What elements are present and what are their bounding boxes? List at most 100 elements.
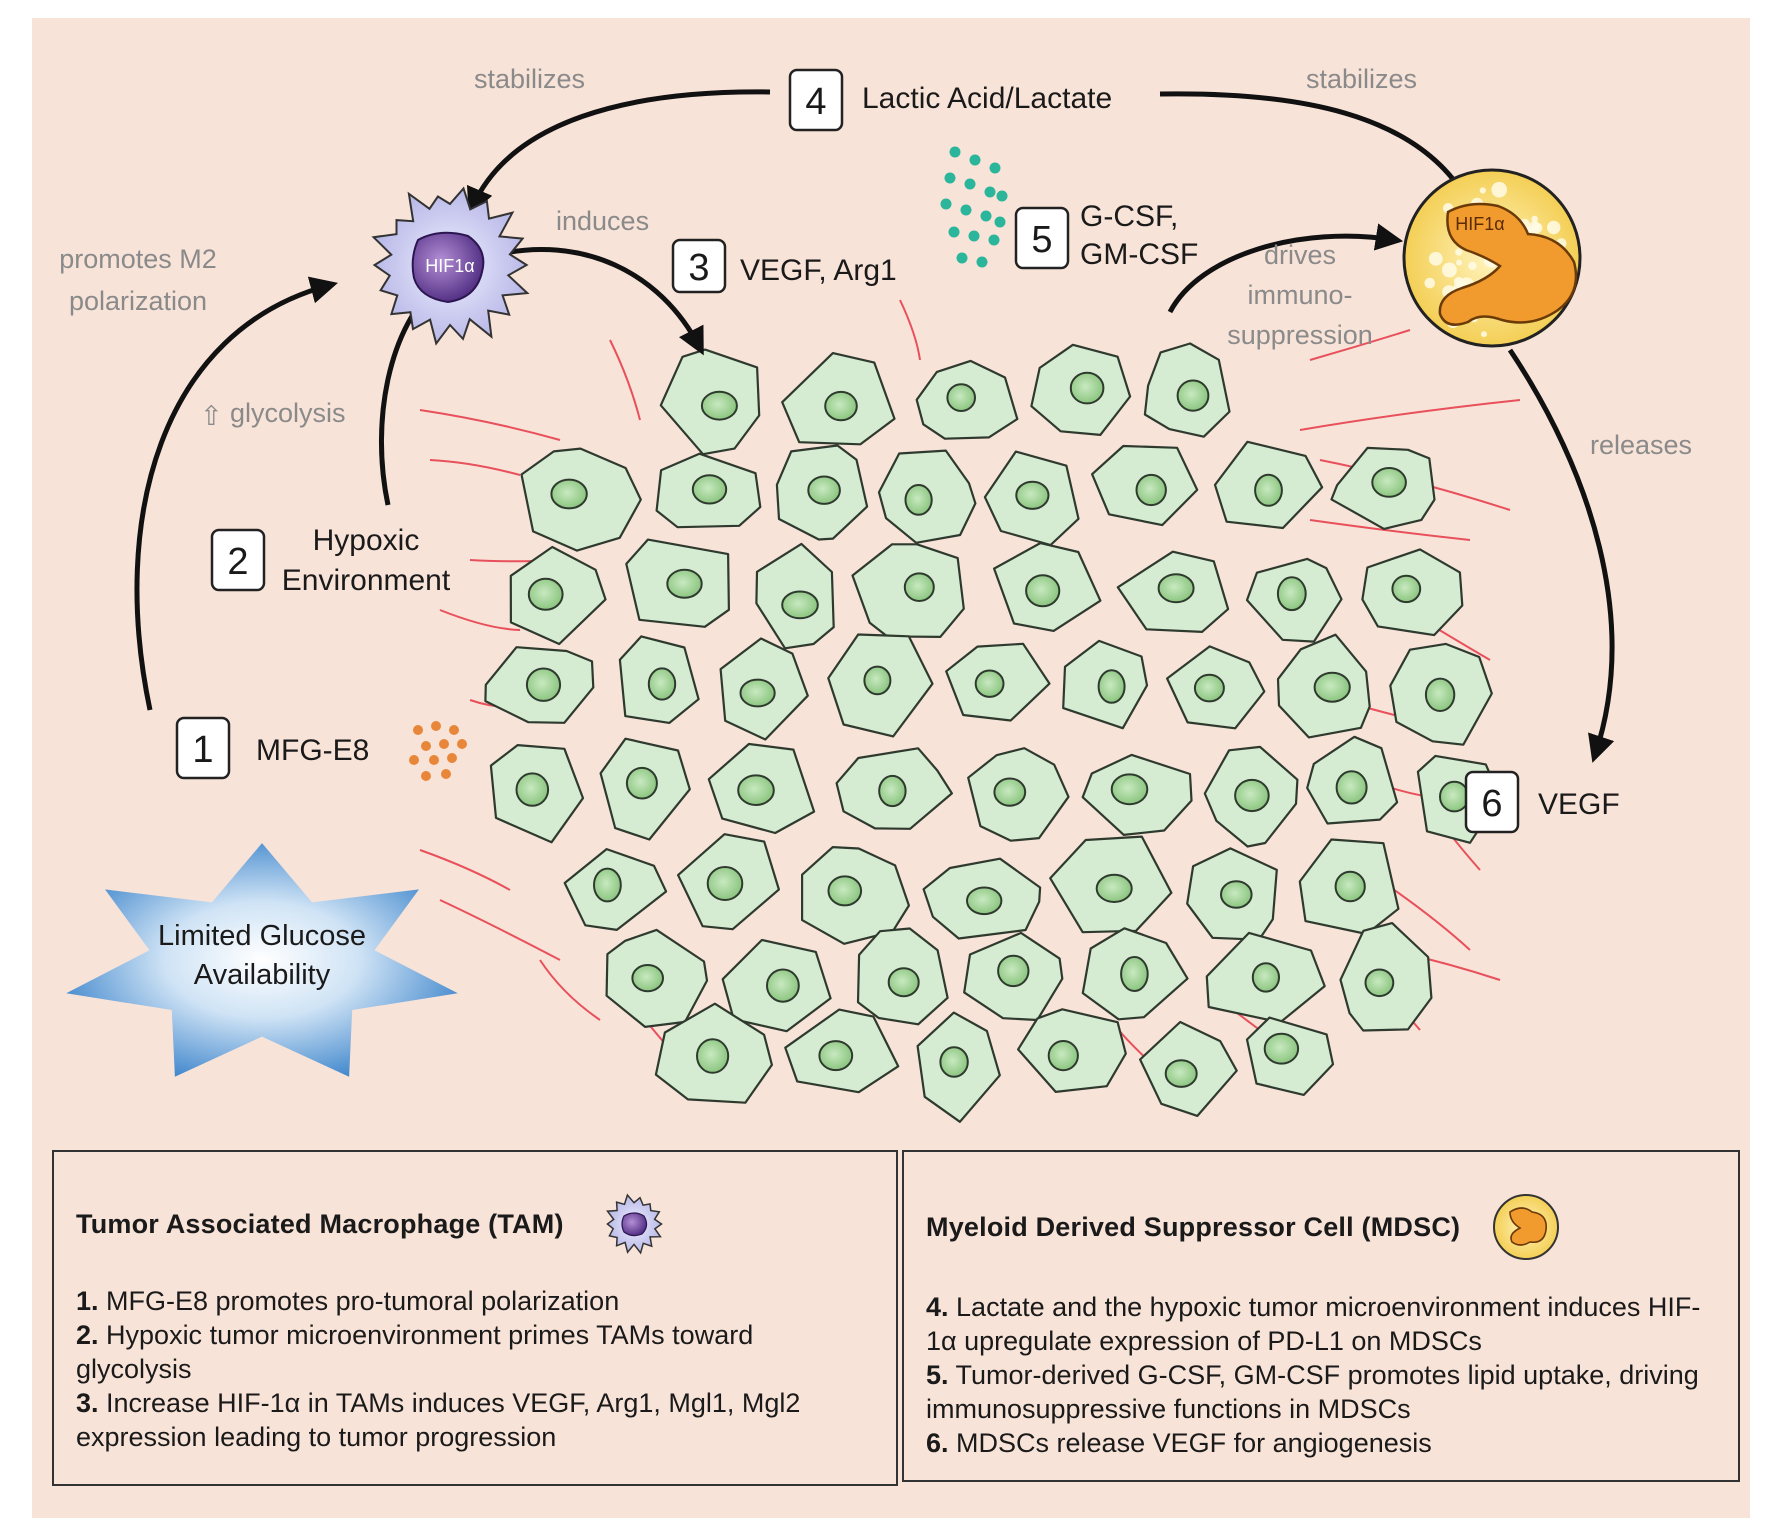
step-box-2: [210, 528, 266, 592]
tumor-cell-nucleus: [939, 1046, 969, 1078]
tumor-cell-nucleus: [527, 577, 564, 611]
tam-item-1-num: 1.: [76, 1286, 99, 1316]
mfg-e8-dot: [439, 739, 449, 749]
mfg-e8-dot: [409, 755, 419, 765]
step-number-3: 3: [688, 247, 709, 289]
tumor-cell-nucleus: [1439, 780, 1470, 813]
tumor-cell-nucleus: [1254, 473, 1283, 507]
mfg-e8-dot: [413, 725, 423, 735]
step6-label: VEGF: [1538, 788, 1620, 821]
tumor-cell-nucleus: [737, 774, 775, 807]
tumor-cell-nucleus: [1334, 870, 1366, 903]
tam-panel-title-text: Tumor Associated Macrophage (TAM): [76, 1208, 564, 1239]
mfg-e8-dot: [447, 753, 457, 763]
induces-label: induces: [556, 206, 649, 236]
star-label-line2: Availability: [194, 959, 331, 991]
mdsc-granule: [1491, 181, 1507, 198]
tam-legend-panel: Tumor Associated Macrophage (TAM) 1. MFG…: [52, 1150, 898, 1486]
step-number-1: 1: [192, 729, 213, 771]
mdsc-item-5-text: Tumor-derived G-CSF, GM-CSF promotes lip…: [926, 1360, 1699, 1424]
tumor-cell-nucleus: [1313, 671, 1351, 703]
mdsc-cell: HIF1α: [1402, 168, 1582, 348]
mdsc-panel-title: Myeloid Derived Suppressor Cell (MDSC): [926, 1192, 1716, 1262]
blood-vessel: [609, 339, 641, 421]
gcsf-dot: [956, 252, 968, 264]
tumor-cell-nucleus: [1047, 1040, 1079, 1072]
arrow-lactate-to-mdsc: [1159, 91, 1474, 213]
step-box-6: [1464, 770, 1520, 834]
step1-label: MFG-E8: [256, 734, 369, 767]
mdsc-legend-panel: Myeloid Derived Suppressor Cell (MDSC) 4…: [902, 1150, 1740, 1482]
mfg-e8-dot: [421, 771, 431, 781]
tumor-cell-nucleus: [1015, 480, 1050, 510]
step3-label: VEGF, Arg1: [740, 254, 897, 287]
gcsf-dot: [940, 198, 952, 210]
blood-vessel: [429, 459, 521, 476]
mdsc-item-6-text: MDSCs release VEGF for angiogenesis: [948, 1428, 1432, 1458]
tumor-cell-nucleus: [1220, 880, 1253, 909]
tumor-cell-nucleus: [824, 390, 858, 422]
tumor-cell-nucleus: [525, 667, 562, 702]
mdsc-granule: [1531, 215, 1538, 223]
gcsf-dot: [944, 172, 956, 184]
tumor-cell-nucleus: [946, 383, 977, 413]
tumor-cell-nucleus: [691, 474, 728, 505]
tumor-cell-nucleus: [781, 590, 819, 620]
mfg-e8-dot: [429, 755, 439, 765]
tumor-cell-nucleus: [1424, 677, 1456, 712]
blood-vessel: [899, 299, 921, 361]
tumor-cell-nucleus: [1276, 576, 1307, 612]
mfg-e8-dot: [457, 739, 467, 749]
mdsc-item-6-num: 6.: [926, 1428, 949, 1458]
star-label-line1: Limited Glucose: [158, 920, 366, 952]
tam-item-2-text: Hypoxic tumor microenvironment primes TA…: [76, 1320, 754, 1384]
gcsf-dot: [968, 230, 980, 242]
step-number-5: 5: [1031, 219, 1052, 261]
mdsc-item-6: 6. MDSCs release VEGF for angiogenesis: [926, 1426, 1716, 1460]
tam-cell: HIF1α: [371, 186, 530, 346]
mdsc-icon: [1493, 1194, 1560, 1260]
step-box-5: [1014, 206, 1070, 270]
gcsf-dot: [989, 162, 1001, 174]
tumor-cell-nucleus: [1135, 473, 1167, 507]
tumor-cell-nucleus: [666, 568, 703, 599]
tam-panel-title: Tumor Associated Macrophage (TAM): [76, 1192, 874, 1256]
mdsc-granule: [1424, 277, 1436, 289]
gcsf-dot: [988, 234, 1000, 246]
glycolysis-label: glycolysis: [230, 398, 346, 428]
tumor-cell-nucleus: [625, 766, 658, 800]
tam-nucleus: [411, 231, 485, 304]
tumor-cell-nucleus: [696, 1038, 730, 1074]
gcsf-dot: [996, 190, 1008, 202]
gcsf-dot: [984, 186, 996, 198]
arrow-gcsf-to-mdsc: [1167, 223, 1404, 314]
tumor-cell-nucleus: [1234, 778, 1270, 813]
tumor-cell-nucleus: [1391, 574, 1422, 604]
step5-label-line1: G-CSF,: [1080, 200, 1178, 233]
tumor-cell-nucleus: [818, 1040, 854, 1072]
gcsf-dot: [994, 216, 1006, 228]
mdsc-granule: [1456, 259, 1463, 266]
tam-item-2: 2. Hypoxic tumor microenvironment primes…: [76, 1318, 874, 1386]
tam-hif-label: HIF1α: [425, 256, 474, 276]
mfg-e8-dot: [449, 725, 459, 735]
tumor-mass: [484, 342, 1502, 1123]
tumor-cell-nucleus: [1364, 968, 1395, 998]
promotes-m2-label-line2: polarization: [69, 286, 207, 316]
mdsc-item-4: 4. Lactate and the hypoxic tumor microen…: [926, 1290, 1716, 1358]
mdsc-granule: [1481, 331, 1487, 338]
tumor-cell-nucleus: [997, 954, 1030, 988]
mdsc-granule: [1441, 262, 1457, 278]
mdsc-item-4-text: Lactate and the hypoxic tumor microenvir…: [926, 1292, 1701, 1356]
tumor-cell-nucleus: [903, 572, 935, 603]
blood-vessel: [1309, 329, 1411, 361]
step-box-4: [788, 68, 844, 132]
arrow-mfg-to-tam: [134, 276, 338, 711]
gcsf-dot: [949, 146, 961, 158]
arrows: [134, 89, 1615, 763]
tam-item-3-num: 3.: [76, 1388, 99, 1418]
step5-label-line2: GM-CSF: [1080, 238, 1198, 271]
stabilizes-right-label: stabilizes: [1306, 64, 1417, 94]
drives-label-line3: suppression: [1227, 320, 1373, 350]
mdsc-granule: [1428, 251, 1443, 266]
